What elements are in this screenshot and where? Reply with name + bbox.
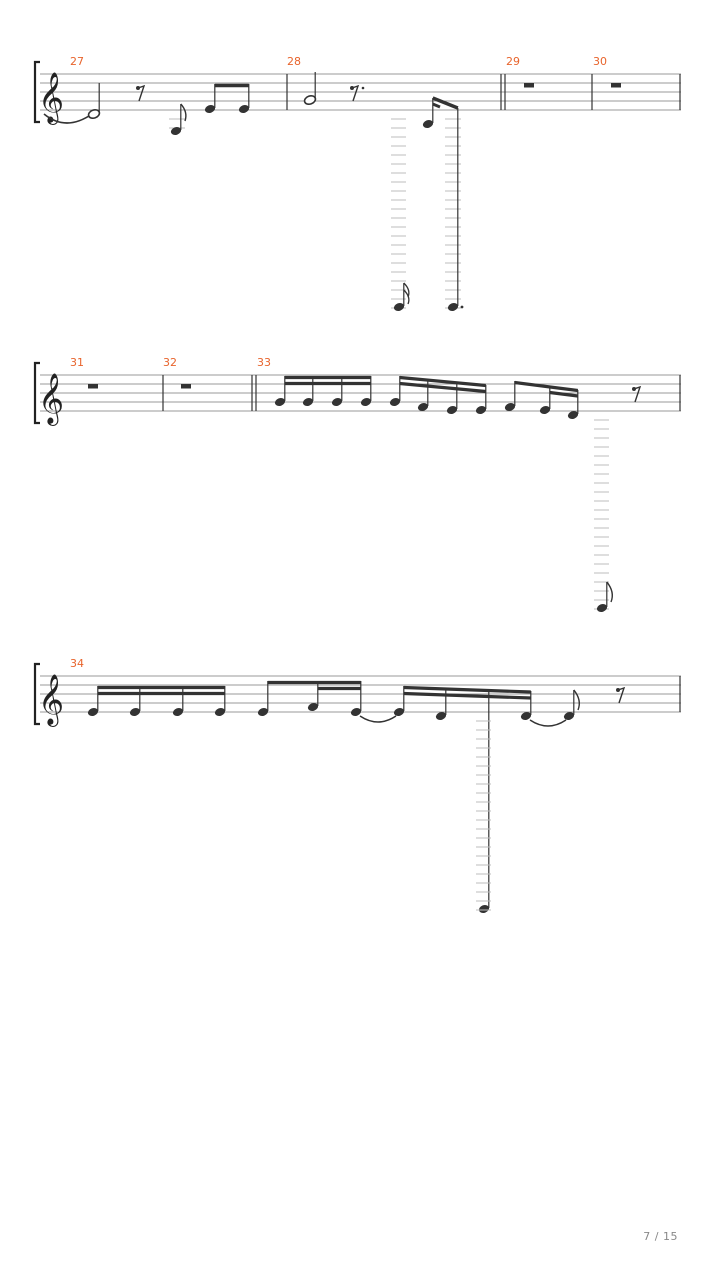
sixteenth-note — [393, 282, 410, 311]
system-2: 𝄞 31 32 33 — [33, 356, 681, 612]
tie-slur — [43, 113, 93, 124]
system-bracket — [33, 662, 40, 726]
measure-number: 31 — [70, 356, 84, 369]
beamed-sixteenth-notes — [87, 685, 226, 716]
beam — [432, 96, 459, 110]
ledger-lines — [594, 419, 609, 610]
half-rest-icon — [88, 384, 98, 389]
ledger-lines — [169, 118, 185, 129]
dotted-eighth-note — [447, 108, 464, 311]
system-bracket — [33, 60, 40, 124]
half-note — [303, 72, 317, 106]
beamed-sixteenth-notes — [393, 685, 532, 913]
dotted-eighth-rest-icon — [350, 84, 365, 102]
beamed-eighth-sixteenth-notes — [257, 680, 362, 716]
beam — [432, 102, 441, 109]
eighth-note — [170, 103, 187, 135]
measure-number: 28 — [287, 55, 301, 68]
beamed-eighth-notes — [204, 83, 250, 113]
page-indicator: 7 / 15 — [643, 1230, 678, 1243]
beamed-sixteenth-notes — [389, 375, 487, 414]
eighth-rest-icon — [136, 84, 146, 102]
measure-number: 32 — [163, 356, 177, 369]
measure-number: 27 — [70, 55, 84, 68]
system-1: 𝄞 27 28 29 30 — [33, 55, 681, 311]
system-bracket — [33, 361, 40, 425]
staff-lines — [40, 73, 681, 111]
measure-number: 29 — [506, 55, 520, 68]
measure-number: 34 — [70, 657, 84, 670]
ledger-lines — [476, 720, 491, 911]
beamed-sixteenth-notes — [274, 375, 372, 406]
ledger-lines — [391, 118, 406, 309]
half-note — [87, 83, 101, 120]
half-rest-icon — [524, 83, 534, 88]
sixteenth-note — [422, 98, 434, 128]
measure-number: 33 — [257, 356, 271, 369]
treble-clef-icon: 𝄞 — [38, 674, 64, 727]
treble-clef-icon: 𝄞 — [38, 72, 64, 125]
staff-lines — [40, 374, 681, 412]
eighth-note — [563, 689, 580, 720]
tie — [359, 715, 397, 723]
beamed-eighth-sixteenth-notes — [504, 380, 579, 419]
half-rest-icon — [181, 384, 191, 389]
half-rest-icon — [611, 83, 621, 88]
eighth-note — [596, 581, 613, 612]
measure-number: 30 — [593, 55, 607, 68]
tie — [529, 719, 567, 727]
eighth-rest-icon — [616, 686, 626, 704]
system-3: 𝄞 34 — [33, 657, 681, 913]
ledger-lines — [445, 118, 461, 309]
eighth-rest-icon — [632, 385, 642, 403]
treble-clef-icon: 𝄞 — [38, 373, 64, 426]
